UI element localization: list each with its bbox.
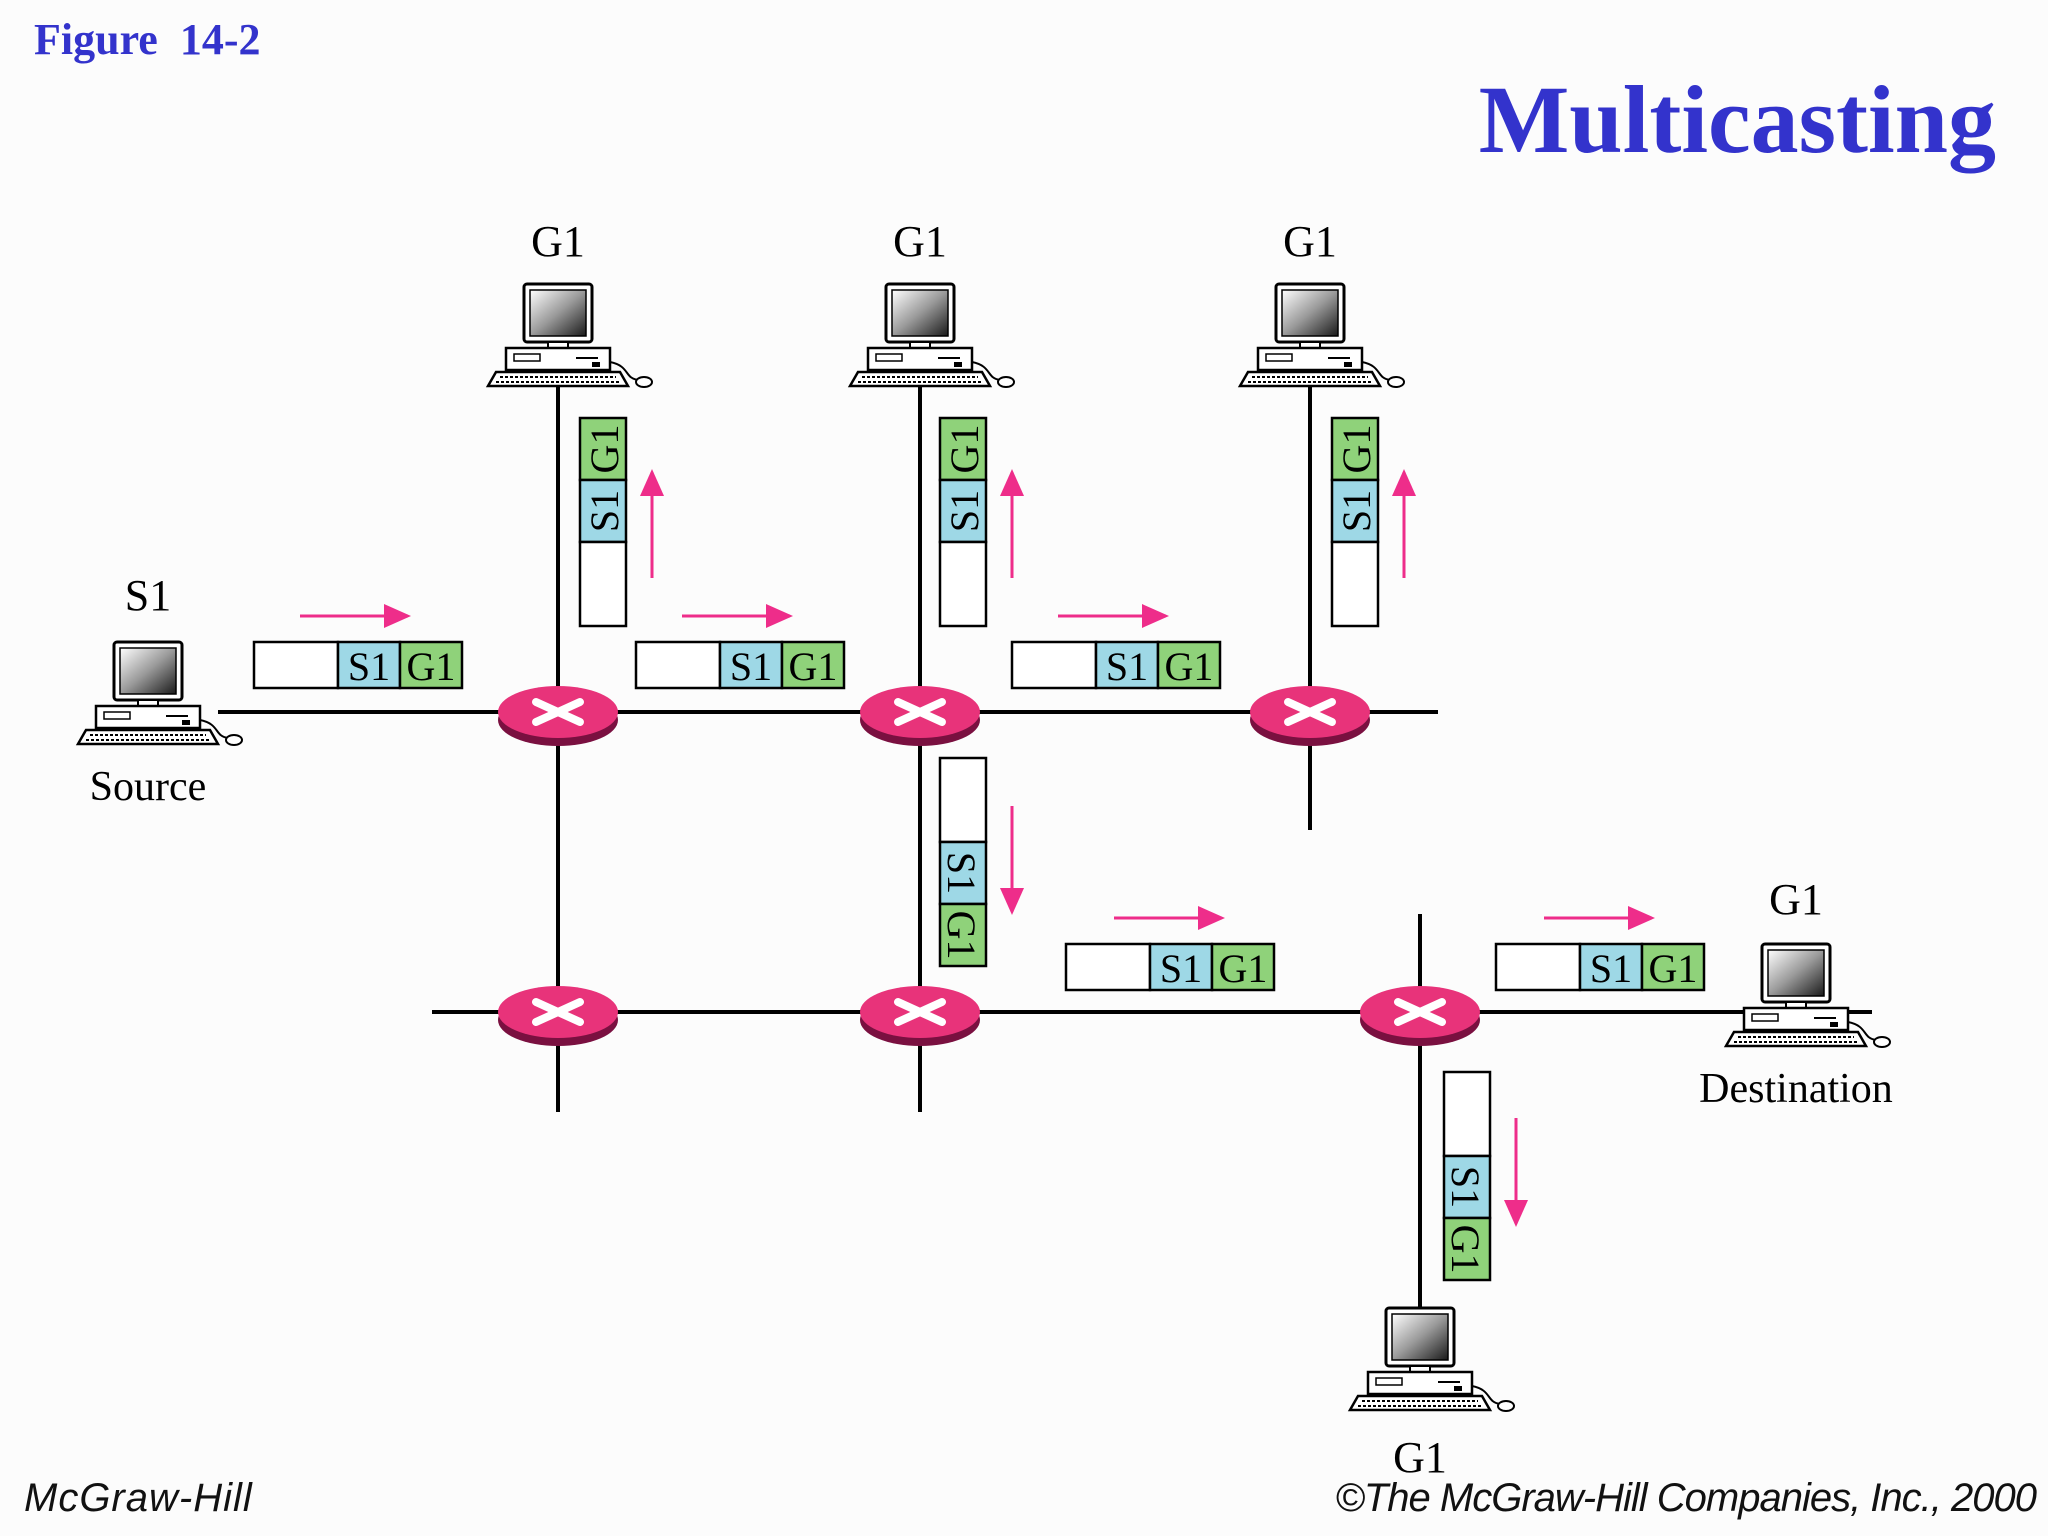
group-field: G1	[1165, 644, 1214, 689]
group-field: G1	[939, 911, 984, 960]
figure-label: Figure 14-2	[34, 15, 261, 64]
packet-h2: S1 G1	[634, 640, 846, 690]
group-field: G1	[1649, 946, 1698, 991]
source-field: S1	[942, 490, 987, 532]
computer-icon	[1238, 282, 1406, 389]
source-field: S1	[1160, 946, 1202, 991]
packet-up-2: G1 S1	[938, 416, 988, 628]
destination-host-label: G1	[1769, 875, 1823, 924]
group-field: G1	[407, 644, 456, 689]
group-member-label: G1	[1283, 217, 1337, 266]
destination-computer-icon	[1724, 942, 1892, 1049]
footer-copyright: ©The McGraw-Hill Companies, Inc., 2000	[1335, 1476, 2037, 1520]
source-computer-icon	[76, 640, 244, 747]
packet-h5: S1 G1	[1494, 942, 1706, 992]
source-field: S1	[1106, 644, 1148, 689]
router-icon	[860, 986, 980, 1046]
group-field: G1	[1443, 1225, 1488, 1274]
source-caption: Source	[90, 764, 207, 810]
network-links	[218, 386, 1872, 1310]
group-field: G1	[942, 425, 987, 474]
group-field: G1	[789, 644, 838, 689]
router-icon	[1360, 986, 1480, 1046]
source-field: S1	[1443, 1166, 1488, 1208]
footer-publisher: McGraw-Hill	[24, 1476, 253, 1520]
group-field: G1	[582, 425, 627, 474]
source-host-label: S1	[125, 571, 171, 620]
group-member-label: G1	[1393, 1433, 1447, 1482]
packet-h4: S1 G1	[1064, 942, 1276, 992]
source-field: S1	[348, 644, 390, 689]
computer-icon	[486, 282, 654, 389]
router-icon	[498, 686, 618, 746]
packet-down-2: S1 G1	[1442, 1070, 1492, 1282]
group-field: G1	[1219, 946, 1268, 991]
source-field: S1	[1590, 946, 1632, 991]
source-field: S1	[582, 490, 627, 532]
packet-h1: S1 G1	[252, 640, 464, 690]
destination-caption: Destination	[1699, 1066, 1893, 1112]
computer-icon	[848, 282, 1016, 389]
computer-icon	[1348, 1306, 1516, 1413]
router-icon	[860, 686, 980, 746]
source-field: S1	[1334, 490, 1379, 532]
router-icon	[1250, 686, 1370, 746]
page-title: Multicasting	[1478, 66, 1996, 173]
group-field: G1	[1334, 425, 1379, 474]
group-member-label: G1	[531, 217, 585, 266]
router-icon	[498, 986, 618, 1046]
direction-arrows	[300, 469, 1655, 1227]
source-field: S1	[730, 644, 772, 689]
packet-up-3: G1 S1	[1330, 416, 1380, 628]
packet-h3: S1 G1	[1010, 640, 1222, 690]
group-member-label: G1	[893, 217, 947, 266]
packet-up-1: G1 S1	[578, 416, 628, 628]
packet-down-1: S1 G1	[938, 756, 988, 968]
source-field: S1	[939, 852, 984, 894]
